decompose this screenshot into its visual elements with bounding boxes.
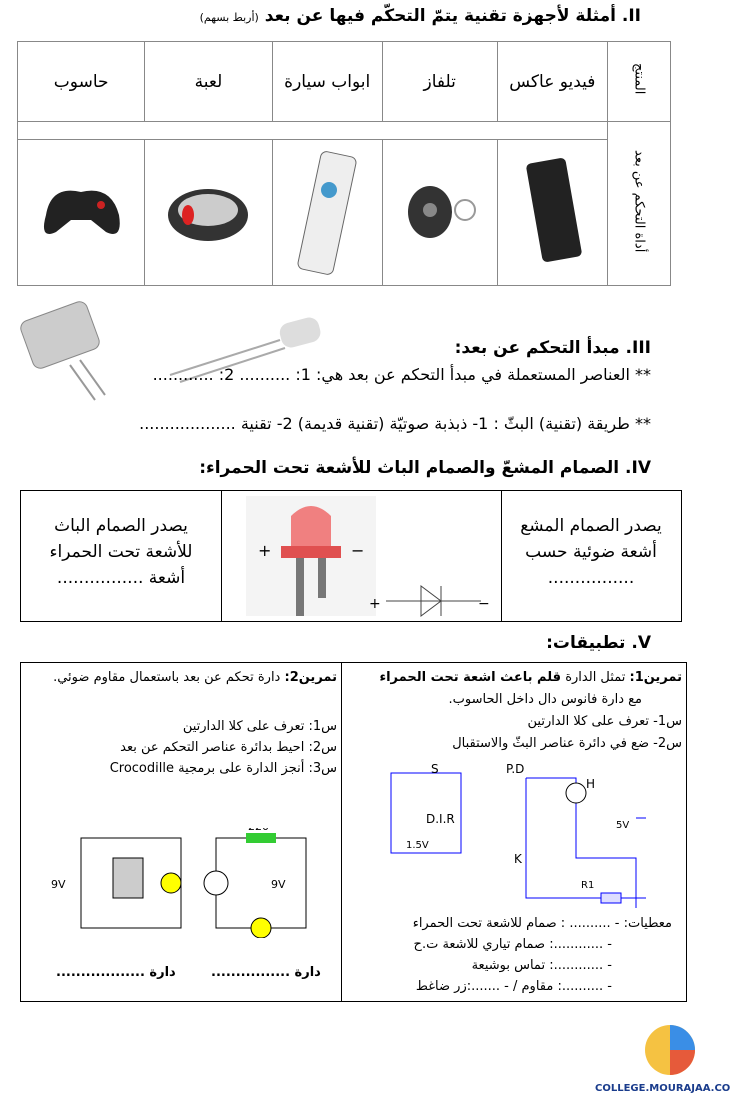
exercise2-answer-right: دارة ................: [211, 965, 321, 980]
svg-text:R1: R1: [581, 880, 594, 891]
svg-text:9V: 9V: [271, 878, 286, 891]
row-header: أداة التحكم عن بعد: [607, 121, 671, 286]
svg-text:H: H: [586, 777, 595, 791]
product-cell: لعبة: [144, 41, 273, 122]
car-key-image: [381, 139, 498, 286]
site-logo: [645, 1025, 695, 1075]
remote-image: [271, 139, 383, 286]
exercise2-circuits: 9V 220 9V: [51, 828, 307, 938]
minus-label: −: [351, 541, 364, 560]
svg-text:+: +: [369, 596, 381, 612]
product-cell: ابواب سيارة: [271, 41, 383, 122]
svg-text:5V: 5V: [616, 820, 629, 831]
section3-line2: ** طريقة (تقنية) البثّ : 1- ذبذبة صوتيّة…: [139, 414, 651, 433]
exercise2: تمرين2: دارة تحكم عن بعد باستعمال مقاوم …: [53, 670, 337, 776]
row-header: المنتج: [607, 41, 671, 122]
section-hint: (أربط بسهم): [199, 11, 259, 24]
mouse-image: [144, 139, 273, 286]
section4-heading: IV. الصمام المشعّ والصمام الباث للأشعة ت…: [199, 458, 651, 478]
diode-symbol: +−: [369, 585, 490, 617]
svg-text:−: −: [478, 596, 490, 612]
product-cell: فيديو عاكس: [496, 41, 609, 122]
site-url: COLLEGE.MOURAJAA.COM: [595, 1083, 731, 1094]
exercise1-circuit: S D.I.R 1.5V P.D H 5V K R1: [390, 762, 646, 908]
plus-label: +: [258, 541, 271, 560]
exercises-box: تمرين1: تمثل الدارة قلم باعث اشعة تحت ال…: [20, 662, 687, 1002]
product-cell: تلفاز: [381, 41, 498, 122]
exercise1-data: معطيات: - .......... : صمام للاشعة تحت ا…: [412, 916, 672, 994]
svg-text:9V: 9V: [51, 878, 66, 891]
section3-line1: ** العناصر المستعملة في مبدأ التحكم عن ب…: [152, 365, 651, 384]
gamepad-image: [16, 139, 146, 286]
svg-text:1.5V: 1.5V: [406, 840, 429, 851]
svg-text:D.I.R: D.I.R: [426, 812, 455, 826]
exercise1: تمرين1: تمثل الدارة قلم باعث اشعة تحت ال…: [379, 670, 682, 751]
svg-text:220: 220: [248, 828, 269, 833]
exercise2-answer-left: دارة ..................: [56, 965, 176, 980]
svg-text:K: K: [514, 852, 523, 866]
svg-text:S: S: [431, 762, 439, 776]
svg-text:P.D: P.D: [506, 762, 524, 776]
led-diagram: +−: [246, 496, 376, 616]
section-title: أمثلة لأجهزة تقنية يتمّ التحكّم فيها عن …: [264, 6, 616, 26]
devices-table: حاسوب لعبة ابواب سيارة تلفاز فيديو عاكس …: [16, 41, 671, 286]
section2-heading: II. أمثلة لأجهزة تقنية يتمّ التحكّم فيها…: [200, 6, 641, 26]
section3-heading: III. مبدأ التحكم عن بعد:: [454, 338, 651, 358]
product-cell: حاسوب: [16, 41, 146, 122]
section-number: II.: [621, 6, 641, 26]
video-remote-image: [496, 139, 609, 286]
led-images: [20, 301, 321, 401]
section5-heading: V. تطبيقات:: [546, 633, 651, 653]
